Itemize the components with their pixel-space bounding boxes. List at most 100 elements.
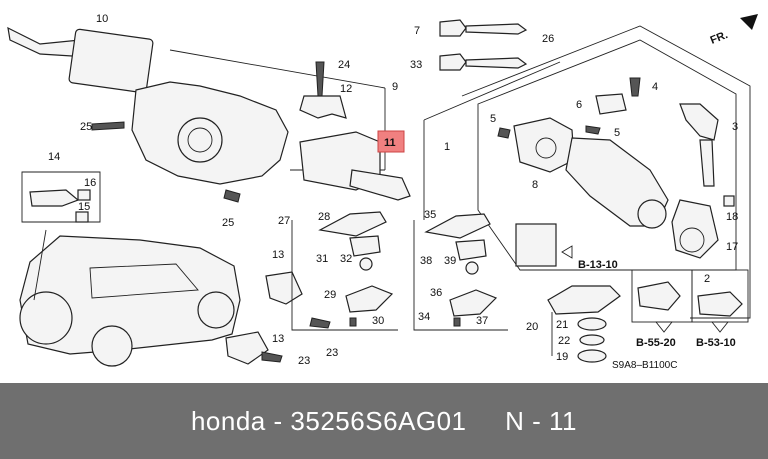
callout-36: 36 bbox=[430, 287, 442, 299]
callout-8: 8 bbox=[532, 179, 538, 191]
leader-1-line bbox=[423, 61, 561, 121]
reference-group bbox=[515, 223, 749, 333]
screw-5b-drawing bbox=[585, 125, 601, 135]
module-b1310-drawing bbox=[515, 223, 557, 267]
remote-20-group bbox=[547, 285, 621, 363]
reference-labels: B-13-10 B-55-20 B-53-10 S9A8–B1100C bbox=[578, 259, 736, 371]
callout-16: 16 bbox=[84, 177, 96, 189]
combination-switch-group bbox=[7, 26, 386, 203]
part-19-drawing bbox=[577, 349, 607, 363]
key-28-drawing bbox=[318, 211, 387, 237]
diagram-code: S9A8–B1100C bbox=[612, 360, 677, 371]
key-set-3-drawing bbox=[679, 103, 719, 141]
callout-25-left: 25 bbox=[80, 121, 92, 133]
callout-10: 10 bbox=[96, 13, 108, 25]
front-wheel-drawing bbox=[197, 291, 235, 329]
caption-bar: honda - 35256S6AG01 N - 11 bbox=[0, 383, 768, 459]
callout-2: 2 bbox=[704, 273, 710, 285]
callout-numbers: 10 9 24 12 25 25 11 14 16 15 13 13 23 23… bbox=[48, 13, 738, 367]
caption-separator: - bbox=[273, 405, 283, 436]
key-7-head-drawing bbox=[439, 19, 467, 37]
reference-b1310: B-13-10 bbox=[578, 259, 618, 271]
callout-24: 24 bbox=[338, 59, 350, 71]
part-21-drawing bbox=[577, 317, 607, 331]
callout-6: 6 bbox=[576, 99, 582, 111]
callout-1: 1 bbox=[444, 141, 450, 153]
keys-group bbox=[439, 19, 528, 71]
callout-4: 4 bbox=[652, 81, 658, 93]
direction-arrow-icon bbox=[740, 14, 758, 30]
arrow-b5520 bbox=[655, 321, 673, 333]
highlight-box bbox=[377, 130, 405, 153]
callout-23-upper: 23 bbox=[326, 347, 338, 359]
case-29-drawing bbox=[345, 285, 394, 313]
rear-wheel-drawing bbox=[91, 325, 133, 367]
vehicle-leader-line bbox=[33, 229, 47, 301]
callout-35: 35 bbox=[424, 209, 436, 221]
callout-33: 33 bbox=[410, 59, 422, 71]
parts-diagram-svg: FR. 10 9 24 12 25 25 11 14 16 15 13 13 2… bbox=[7, 13, 758, 371]
reference-b5310: B-53-10 bbox=[696, 337, 736, 349]
part-22-drawing bbox=[579, 334, 605, 346]
switch-11-lever-drawing bbox=[349, 169, 411, 201]
callout-32: 32 bbox=[340, 253, 352, 265]
key-3-blade-drawing bbox=[699, 139, 715, 187]
spare-tire-drawing bbox=[19, 291, 73, 345]
switch-17-ring bbox=[679, 227, 705, 253]
callout-15: 15 bbox=[78, 201, 90, 213]
screw-37-drawing bbox=[453, 317, 461, 327]
callout-22: 22 bbox=[558, 335, 570, 347]
lock-cylinder-8-drawing bbox=[513, 117, 575, 173]
transponder-31-drawing bbox=[349, 235, 381, 257]
key-33-blade-drawing bbox=[465, 57, 528, 69]
wiper-switch-body-drawing bbox=[68, 28, 154, 94]
callout-9: 9 bbox=[392, 81, 398, 93]
screw-30-drawing bbox=[349, 317, 357, 327]
cylinder-b5520-drawing bbox=[637, 281, 681, 311]
reference-b5520: B-55-20 bbox=[636, 337, 676, 349]
key-33-head-drawing bbox=[439, 53, 467, 71]
part-39-drawing bbox=[465, 261, 479, 275]
callout-38: 38 bbox=[420, 255, 432, 267]
cable-reel-drawing bbox=[177, 117, 223, 163]
remote-key-group bbox=[291, 211, 508, 331]
callout-18: 18 bbox=[726, 211, 738, 223]
callout-19: 19 bbox=[556, 351, 568, 363]
switch-17-drawing bbox=[671, 199, 719, 259]
cable-reel-center-drawing bbox=[187, 127, 213, 153]
key-35-drawing bbox=[424, 213, 491, 239]
callout-37: 37 bbox=[476, 315, 488, 327]
direction-label: FR. bbox=[709, 29, 730, 47]
callout-11-highlighted: 11 bbox=[384, 137, 396, 149]
callout-5-left: 5 bbox=[490, 113, 496, 125]
cylinder-b5310-drawing bbox=[697, 291, 743, 317]
caption-part-number: 35256S6AG01 bbox=[290, 405, 467, 436]
case-36-drawing bbox=[449, 289, 498, 317]
callout-7: 7 bbox=[414, 25, 420, 37]
direction-indicator: FR. bbox=[709, 14, 758, 47]
remote-20-drawing bbox=[547, 285, 621, 315]
part-32-drawing bbox=[359, 257, 373, 271]
screw-25b-drawing bbox=[223, 189, 241, 203]
callout-30: 30 bbox=[372, 315, 384, 327]
switch-11-group bbox=[299, 130, 411, 201]
leader-9-line bbox=[169, 49, 386, 89]
callout-14: 14 bbox=[48, 151, 60, 163]
callout-13-lower: 13 bbox=[272, 333, 284, 345]
callout-28: 28 bbox=[318, 211, 330, 223]
caption-brand: honda bbox=[190, 405, 266, 436]
parts-diagram: FR. 10 9 24 12 25 25 11 14 16 15 13 13 2… bbox=[7, 13, 758, 371]
sensor-13b-drawing bbox=[225, 331, 269, 365]
arrow-b5310 bbox=[711, 321, 729, 333]
screw-23b-drawing bbox=[261, 351, 283, 363]
callout-12: 12 bbox=[340, 83, 352, 95]
bracket-frame bbox=[21, 171, 101, 223]
callout-21: 21 bbox=[556, 319, 568, 331]
callout-29: 29 bbox=[324, 289, 336, 301]
lock-assembly-group bbox=[423, 25, 751, 319]
clip-15-drawing bbox=[75, 211, 89, 223]
callout-5-right: 5 bbox=[614, 127, 620, 139]
lock-cylinder-8-face bbox=[535, 137, 557, 159]
callout-17: 17 bbox=[726, 241, 738, 253]
callout-26: 26 bbox=[542, 33, 554, 45]
